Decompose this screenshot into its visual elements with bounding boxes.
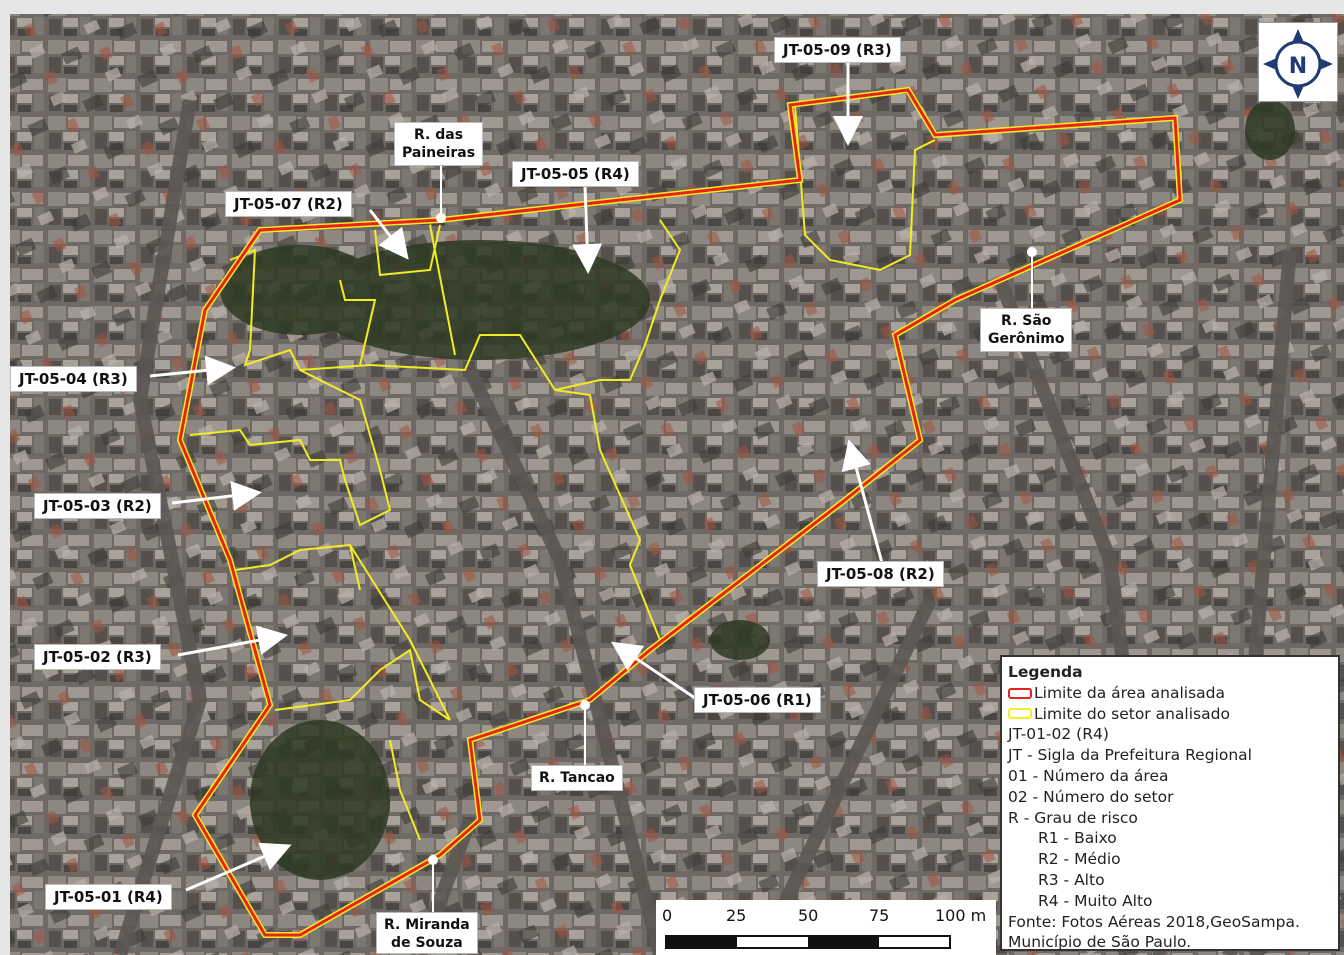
sector-label-jt-05-06: JT-05-06 (R1): [694, 687, 821, 713]
map-legend: Legenda Limite da área analisada Limite …: [1000, 655, 1340, 951]
legend-title: Legenda: [1008, 663, 1083, 681]
street-label-miranda-de-souza: R. Miranda de Souza: [376, 912, 478, 954]
street-label-line1: R. Tancao: [539, 770, 615, 786]
street-label-tancao: R. Tancao: [531, 765, 623, 791]
scale-tick-50: 50: [798, 906, 819, 925]
yellow-outline-swatch-icon: [1008, 708, 1032, 720]
scale-tick-0: 0: [662, 906, 673, 925]
street-label-line2: Gerônimo: [988, 331, 1065, 347]
scale-tick-75: 75: [869, 906, 890, 925]
legend-r4: R4 - Muito Alto: [1038, 891, 1153, 910]
scale-bar: 0 25 50 75 100 m: [656, 900, 996, 955]
legend-sector-limit-text: Limite do setor analisado: [1034, 704, 1230, 723]
legend-r3: R3 - Alto: [1038, 870, 1105, 889]
north-arrow-icon: N: [1263, 29, 1333, 99]
legend-municipality: Município de São Paulo.: [1008, 933, 1192, 952]
sector-label-jt-05-01: JT-05-01 (R4): [45, 884, 172, 910]
scale-bar-graphic: [665, 935, 951, 949]
street-label-sao-geronimo: R. São Gerônimo: [980, 308, 1073, 352]
legend-jt: JT - Sigla da Prefeitura Regional: [1008, 746, 1252, 765]
legend-item-sector-limit: Limite do setor analisado: [1008, 704, 1332, 725]
street-label-line2: Paineiras: [402, 145, 476, 161]
legend-area-number: 01 - Número da área: [1008, 766, 1169, 785]
street-label-paineiras: R. das Paineiras: [394, 122, 484, 166]
sector-label-jt-05-03: JT-05-03 (R2): [34, 493, 161, 519]
scale-tick-25: 25: [726, 906, 747, 925]
legend-item-area-limit: Limite da área analisada: [1008, 683, 1332, 704]
legend-area-limit-text: Limite da área analisada: [1034, 683, 1225, 702]
sector-label-jt-05-09: JT-05-09 (R3): [774, 37, 901, 63]
legend-r1: R1 - Baixo: [1038, 829, 1117, 848]
street-label-line2: de Souza: [391, 935, 463, 951]
sector-label-jt-05-07: JT-05-07 (R2): [225, 191, 352, 217]
legend-risk: R - Grau de risco: [1008, 808, 1138, 827]
sector-label-jt-05-08: JT-05-08 (R2): [817, 561, 944, 587]
legend-example: JT-01-02 (R4): [1008, 725, 1109, 744]
street-label-line1: R. das: [414, 127, 464, 143]
sector-label-jt-05-02: JT-05-02 (R3): [34, 644, 161, 670]
north-arrow: N: [1258, 22, 1338, 102]
street-label-line1: R. São: [1001, 313, 1052, 329]
red-outline-swatch-icon: [1008, 687, 1032, 699]
sector-label-jt-05-05: JT-05-05 (R4): [512, 161, 639, 187]
scale-tick-100: 100 m: [935, 906, 987, 925]
north-letter: N: [1289, 54, 1307, 79]
legend-r2: R2 - Médio: [1038, 850, 1121, 869]
sector-label-jt-05-04: JT-05-04 (R3): [10, 366, 137, 392]
street-label-line1: R. Miranda: [384, 917, 470, 933]
legend-source: Fonte: Fotos Aéreas 2018,GeoSampa.: [1008, 912, 1300, 931]
legend-sector-number: 02 - Número do setor: [1008, 787, 1174, 806]
